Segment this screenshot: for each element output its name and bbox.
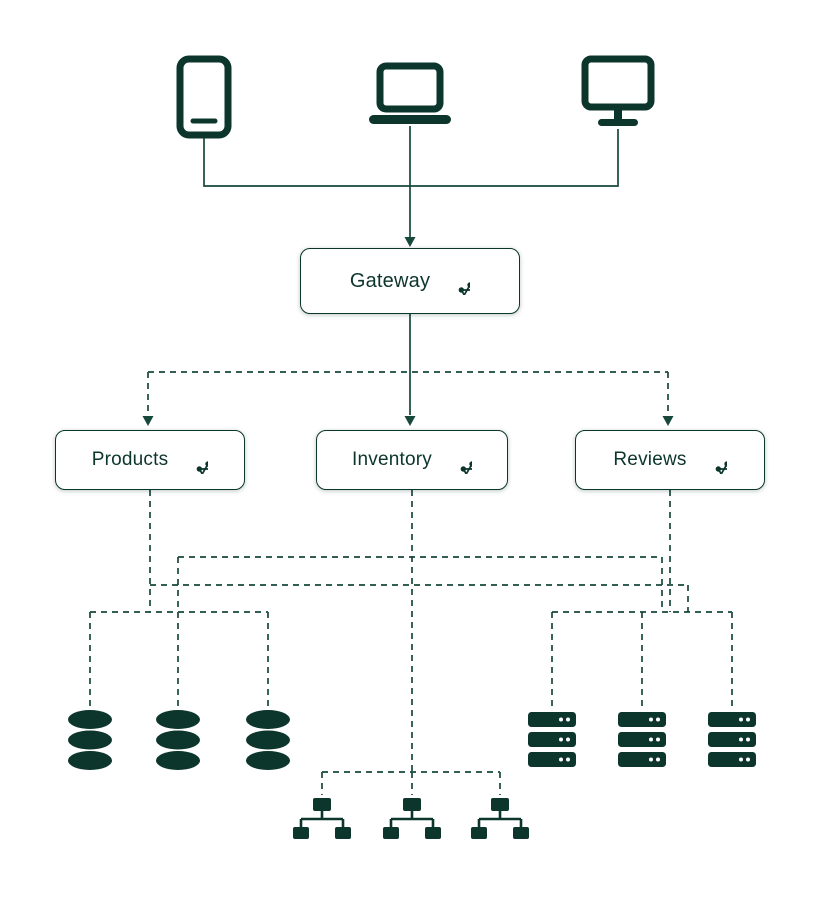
- laptop-icon: [367, 62, 453, 126]
- products-service-node: Products: [55, 430, 245, 490]
- reviews-label: Reviews: [613, 449, 687, 470]
- reviews-service-node: Reviews: [575, 430, 765, 490]
- network-icon: [292, 797, 352, 847]
- network-icon: [470, 797, 530, 847]
- network-icon: [382, 797, 442, 847]
- server-icon: [617, 711, 667, 769]
- desktop-icon: [581, 55, 655, 129]
- graphql-icon: [444, 446, 472, 474]
- graphql-icon: [442, 267, 470, 295]
- tablet-icon: [176, 55, 232, 139]
- server-icon: [707, 711, 757, 769]
- gateway-label: Gateway: [349, 269, 431, 292]
- graphql-icon: [180, 446, 208, 474]
- inventory-service-node: Inventory: [316, 430, 508, 490]
- server-icon: [527, 711, 577, 769]
- products-label: Products: [91, 449, 169, 470]
- gateway-node: Gateway: [300, 248, 520, 314]
- database-icon: [154, 709, 202, 771]
- graphql-icon: [699, 446, 727, 474]
- database-icon: [244, 709, 292, 771]
- inventory-label: Inventory: [352, 449, 432, 470]
- database-icon: [66, 709, 114, 771]
